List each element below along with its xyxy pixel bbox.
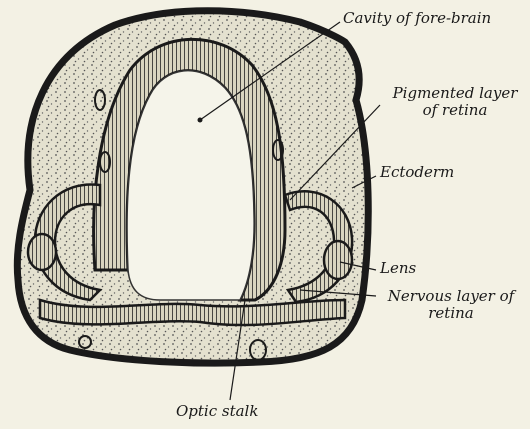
label-optic-stalk: Optic stalk — [176, 403, 258, 420]
label-pigmented-layer: Pigmented layer of retina — [380, 85, 530, 119]
label-ectoderm: Ectoderm — [380, 164, 454, 181]
label-pigmented-layer-line1: Pigmented layer — [380, 85, 530, 102]
label-nervous-layer-line2: retina — [372, 305, 530, 322]
label-cavity-of-forebrain: Cavity of fore-brain — [343, 10, 491, 27]
label-lens: Lens — [380, 260, 416, 277]
left-lens — [28, 234, 56, 270]
forebrain-cavity — [127, 71, 254, 300]
label-pigmented-layer-line2: of retina — [380, 102, 530, 119]
right-lens — [324, 241, 352, 279]
label-nervous-layer: Nervous layer of retina — [372, 288, 530, 322]
label-nervous-layer-line1: Nervous layer of — [372, 288, 530, 305]
